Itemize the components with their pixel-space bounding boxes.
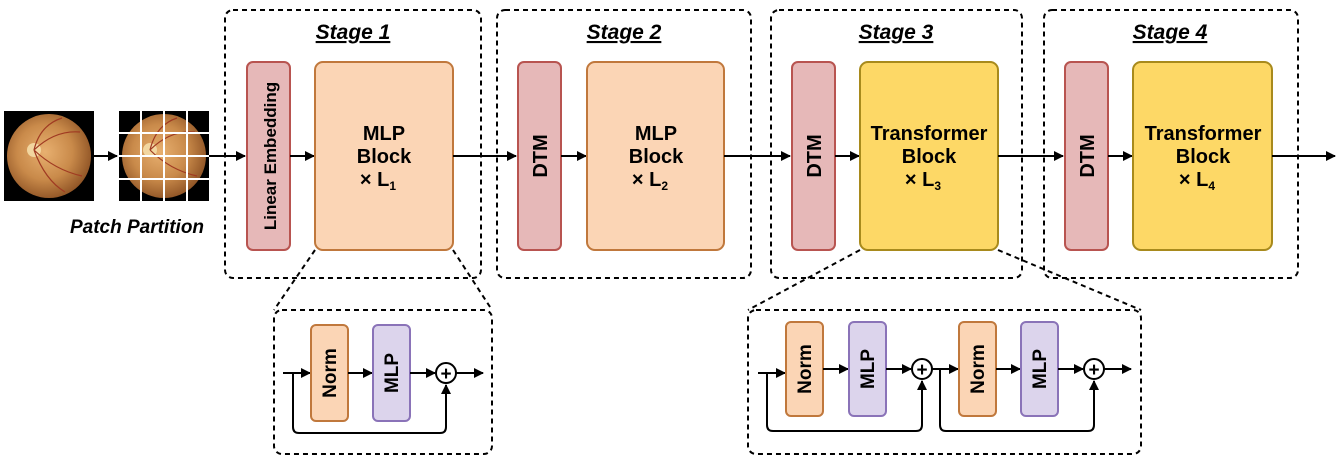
norm-label-2: Norm xyxy=(968,344,989,394)
norm-label: Norm xyxy=(320,348,341,398)
mlp-block-1-line2: Block xyxy=(357,146,412,168)
stage-1: Stage 1 Linear Embedding MLP Block × L1 xyxy=(224,9,482,279)
stage-2-box xyxy=(496,9,752,279)
mlp-block-detail: Norm MLP + xyxy=(273,309,493,455)
transformer-block-4-line1: Transformer xyxy=(1145,123,1262,145)
mlp-block-2-mult: × L2 xyxy=(632,169,668,193)
stage-1-box xyxy=(224,9,482,279)
mlp-small-label: MLP xyxy=(382,353,403,393)
add-symbol-2: + xyxy=(1088,360,1099,381)
patched-retina-image xyxy=(119,111,209,201)
stage-4-box xyxy=(1043,9,1299,279)
residual-connection-2 xyxy=(939,369,1099,432)
stage-1-title: Stage 1 xyxy=(316,21,391,44)
patch-partition-label: Patch Partition xyxy=(70,217,204,238)
transformer-block-3-line2: Block xyxy=(902,146,957,168)
dtm-label-3: DTM xyxy=(804,134,826,177)
patch-grid xyxy=(119,111,209,201)
norm-label-1: Norm xyxy=(795,344,816,394)
stage-3: Stage 3 DTM Transformer Block × L3 xyxy=(770,9,1023,279)
transformer-block-detail: Norm MLP + Norm MLP + xyxy=(747,309,1142,455)
mlp-block-1-mult: × L1 xyxy=(360,169,396,193)
stage-2-title: Stage 2 xyxy=(587,21,662,44)
linear-embedding-label: Linear Embedding xyxy=(261,82,280,230)
input-retina-image xyxy=(4,111,94,201)
mlp-block-2-line2: Block xyxy=(629,146,684,168)
zoom-connectors xyxy=(273,249,1142,311)
dtm-label-2: DTM xyxy=(530,134,552,177)
mlp-detail-box xyxy=(273,309,493,455)
stage-4: Stage 4 DTM Transformer Block × L4 xyxy=(1043,9,1299,279)
mlp-small-label-1: MLP xyxy=(858,349,879,389)
transformer-block-4-mult: × L4 xyxy=(1179,169,1215,193)
mlp-small-label-2: MLP xyxy=(1030,349,1051,389)
residual-connection-1 xyxy=(766,373,927,432)
residual-connection xyxy=(292,373,451,434)
transformer-detail-box xyxy=(747,309,1142,455)
stage-3-title: Stage 3 xyxy=(859,21,934,44)
stage-3-box xyxy=(770,9,1023,279)
mlp-block-1-line1: MLP xyxy=(363,123,405,145)
add-symbol-1: + xyxy=(916,360,927,381)
transformer-block-3-line1: Transformer xyxy=(871,123,988,145)
stage-2: Stage 2 DTM MLP Block × L2 xyxy=(496,9,752,279)
mlp-block-2-line1: MLP xyxy=(635,123,677,145)
transformer-block-3-mult: × L3 xyxy=(905,169,941,193)
add-symbol: + xyxy=(440,364,451,385)
dtm-label-4: DTM xyxy=(1077,134,1099,177)
transformer-block-4-line2: Block xyxy=(1176,146,1231,168)
stage-4-title: Stage 4 xyxy=(1133,21,1208,44)
